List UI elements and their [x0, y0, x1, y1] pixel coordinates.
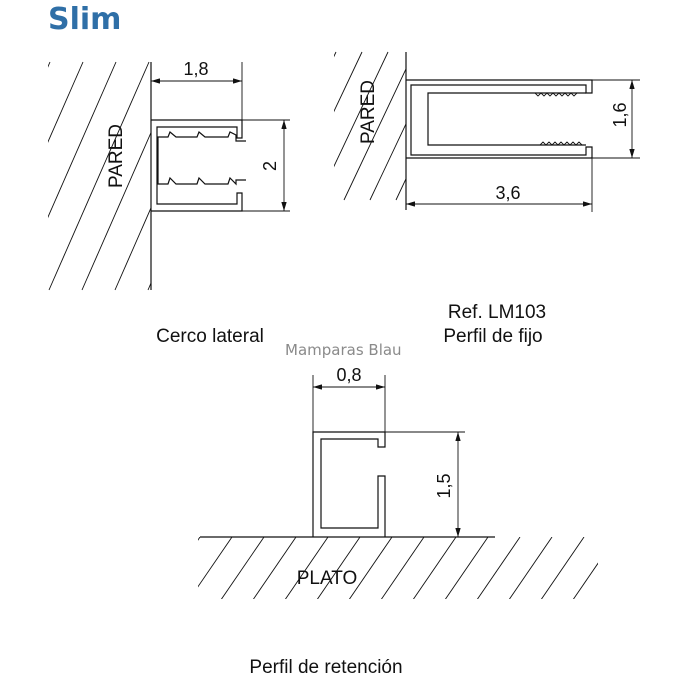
hatch-line — [198, 537, 201, 541]
hatch-line — [220, 537, 265, 599]
profile-outer — [406, 79, 593, 159]
profile-outline — [312, 431, 386, 537]
hatch-line — [48, 61, 117, 219]
hatch-line — [348, 537, 393, 599]
hatch-line — [380, 537, 425, 599]
caption: Perfil de retención — [249, 657, 402, 678]
hatch-line — [444, 537, 489, 599]
hatch-line — [181, 62, 281, 290]
hatch-line — [48, 61, 51, 68]
hatch-line — [334, 51, 389, 168]
hatch-line — [508, 537, 553, 599]
hatch-line — [540, 537, 585, 599]
wall-label: PARED — [358, 80, 379, 144]
cerco-lateral-drawing: 1,8 2 PARED Cerco lateral — [48, 59, 347, 347]
caption: Perfil de fijo — [443, 326, 542, 347]
hatch-line — [598, 537, 648, 610]
hatch-line — [334, 51, 337, 58]
profile-outer — [151, 119, 243, 212]
hatch-line — [422, 52, 492, 200]
wall-hatch — [48, 61, 347, 291]
hatch-line — [81, 131, 151, 291]
wall-hatch — [334, 51, 544, 201]
watermark: Mamparas Blau — [285, 341, 402, 359]
width-dimension: 0,8 — [336, 365, 361, 385]
hatch-line — [252, 537, 297, 599]
hatch-line — [334, 51, 363, 113]
hatch-line — [48, 61, 150, 291]
glass-insert — [157, 131, 246, 186]
hatch-line — [630, 537, 680, 610]
height-dimension: 2 — [260, 161, 280, 171]
hatch-line — [448, 52, 518, 200]
hatch-line — [316, 537, 361, 599]
serration — [534, 92, 583, 146]
floor-label: PLATO — [297, 568, 358, 589]
hatch-line — [48, 61, 84, 143]
reference-code: Ref. LM103 — [448, 302, 546, 323]
perfil-fijo-drawing: 3,6 1,6 PARED Ref. LM103 Perfil de fijo — [334, 51, 640, 347]
hatch-line — [572, 562, 598, 599]
hatch-line — [476, 537, 521, 599]
caption: Cerco lateral — [156, 326, 264, 347]
wall-label: PARED — [106, 124, 127, 188]
hatch-line — [474, 52, 544, 200]
hatch-line — [343, 67, 406, 201]
width-dimension: 3,6 — [495, 183, 520, 203]
hatch-line — [412, 537, 457, 599]
height-dimension: 1,6 — [610, 102, 630, 127]
glass-insert — [427, 92, 586, 146]
height-dimension: 1,5 — [434, 473, 454, 498]
hatch-line — [247, 62, 347, 290]
perfil-retencion-drawing: 0,8 1,5 PLATO Perfil de retención — [198, 365, 680, 678]
hatch-line — [147, 282, 151, 291]
page-title: Slim — [48, 2, 122, 37]
width-dimension: 1,8 — [183, 59, 208, 79]
hatch-line — [284, 537, 329, 599]
hatch-line — [198, 537, 233, 588]
floor-hatch — [198, 537, 680, 610]
hatch-line — [114, 206, 151, 291]
hatch-line — [214, 62, 314, 290]
hatch-line — [369, 122, 406, 201]
